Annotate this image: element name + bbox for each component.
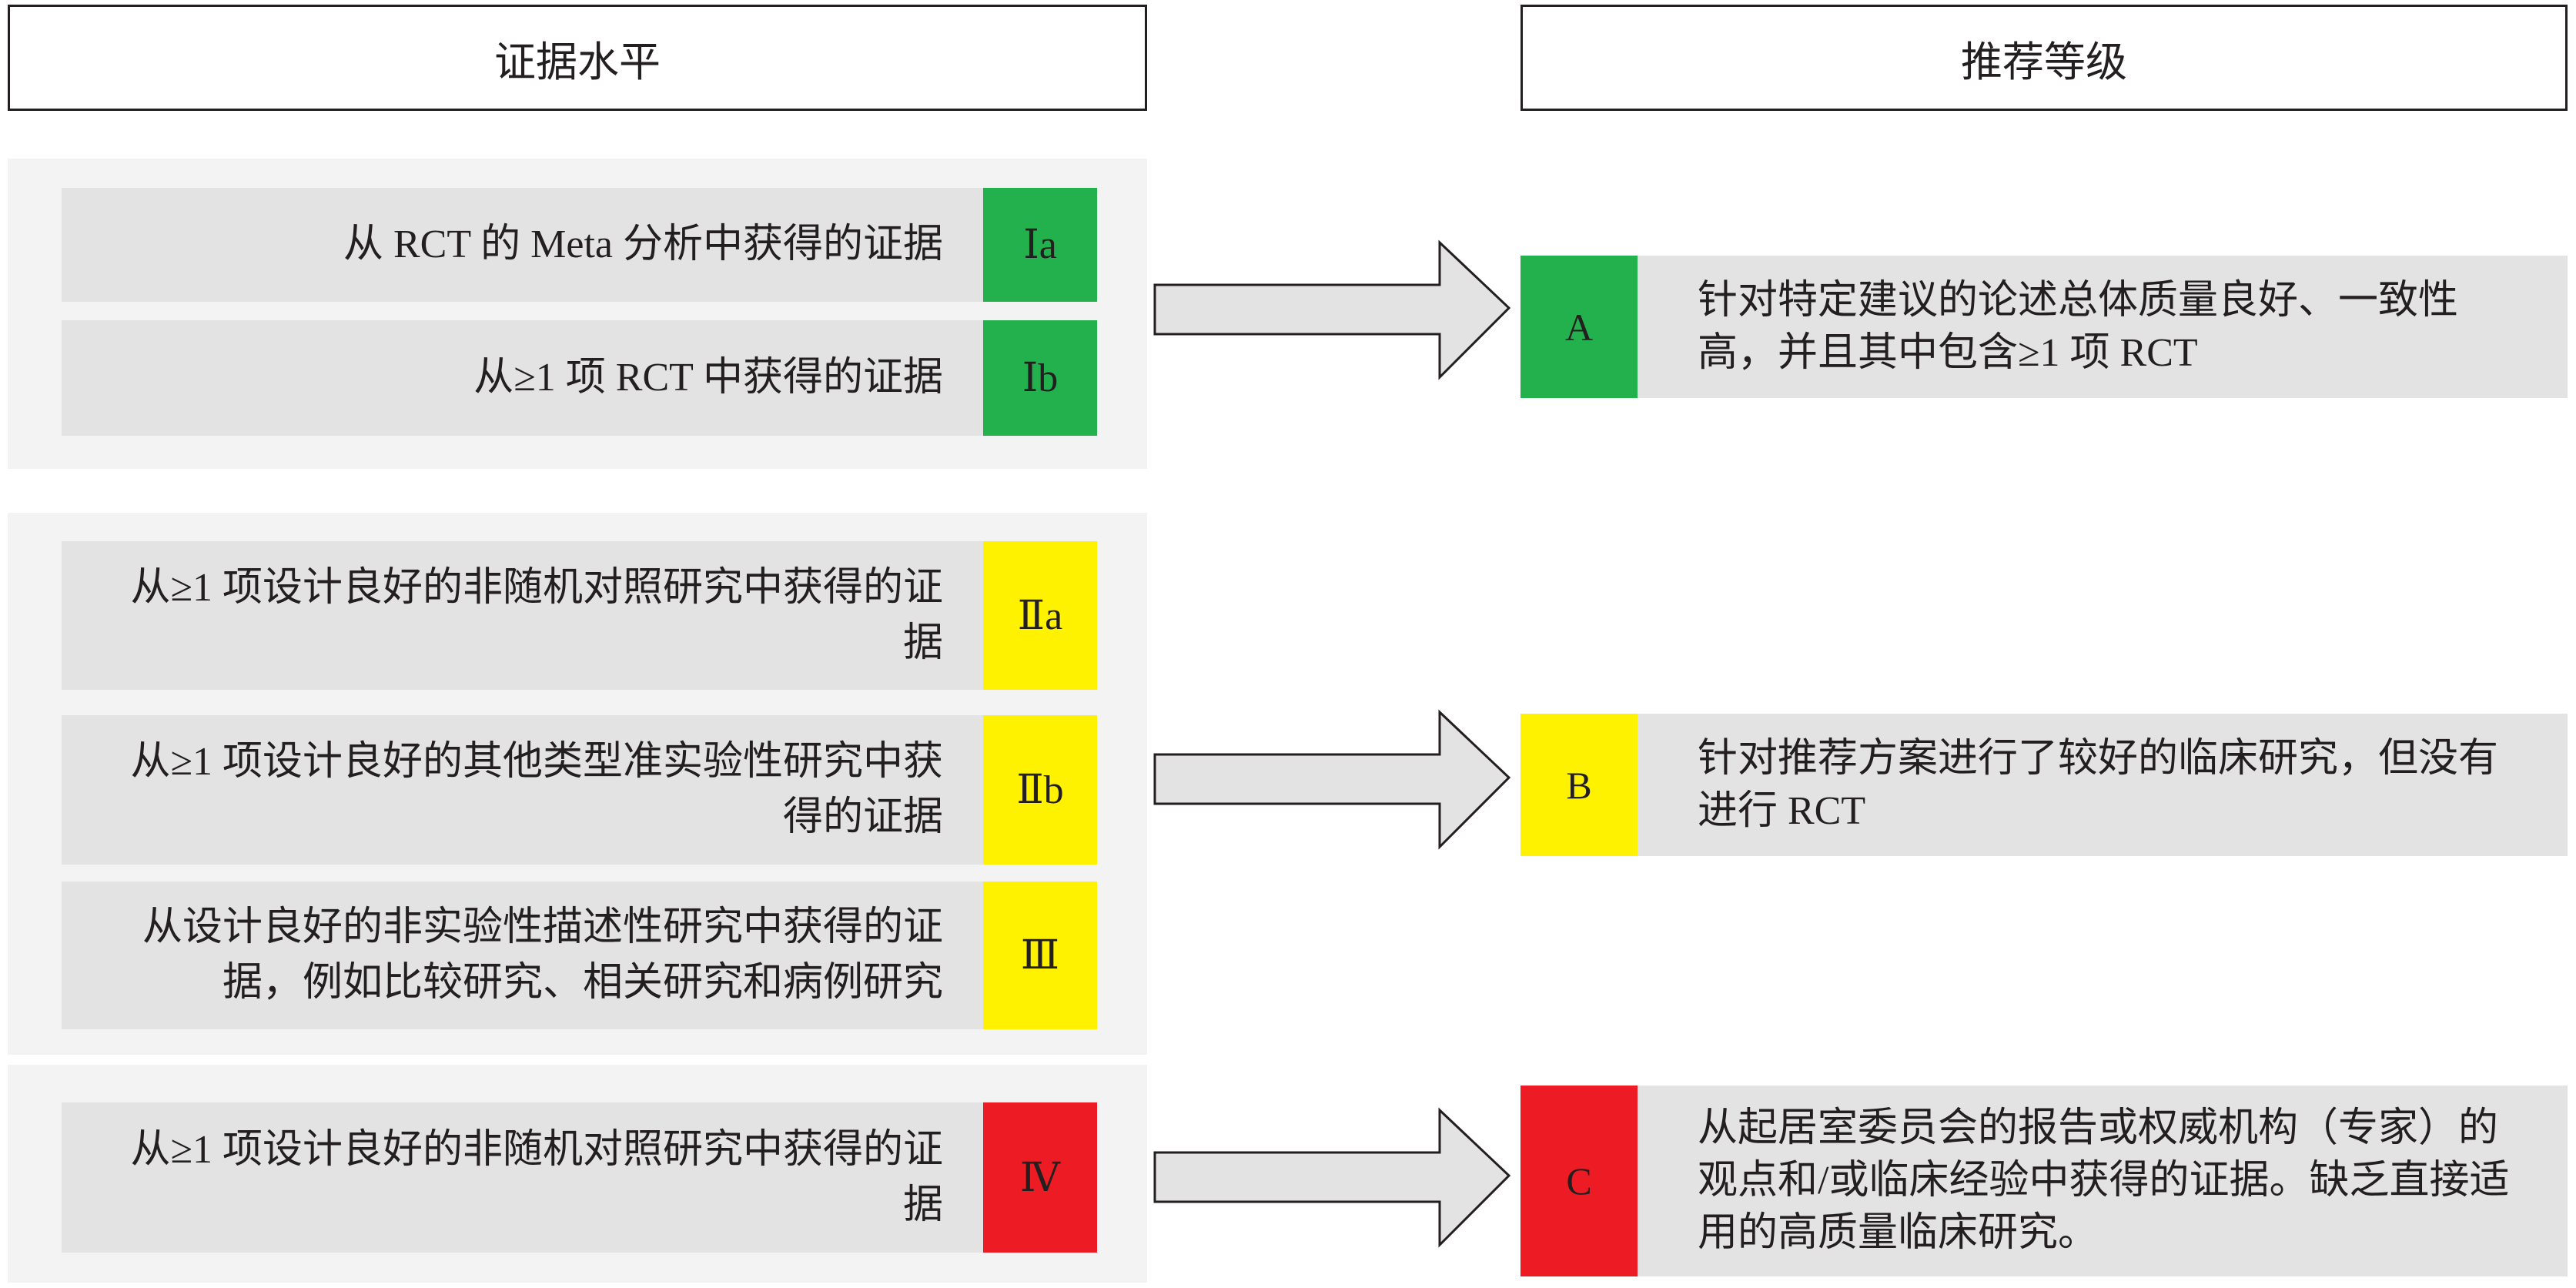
level-badge-1a: Ⅰa — [983, 188, 1097, 302]
recommendation-grade-b: B 针对推荐方案进行了较好的临床研究，但没有进行 RCT — [1521, 714, 2568, 856]
evidence-text: 从≥1 项设计良好的非随机对照研究中获得的证据 — [130, 565, 943, 665]
grade-badge-c: C — [1521, 1086, 1638, 1276]
evidence-row-3: 从设计良好的非实验性描述性研究中获得的证据，例如比较研究、相关研究和病例研究 Ⅲ — [62, 882, 1097, 1029]
evidence-text: 从设计良好的非实验性描述性研究中获得的证据，例如比较研究、相关研究和病例研究 — [142, 905, 943, 1005]
level-badge-3: Ⅲ — [983, 882, 1097, 1029]
recommendation-grade-header-label: 推荐等级 — [1961, 38, 2127, 85]
evidence-row-2a: 从≥1 项设计良好的非随机对照研究中获得的证据 Ⅱa — [62, 541, 1097, 690]
recommendation-grade-c: C 从起居室委员会的报告或权威机构（专家）的观点和/或临床经验中获得的证据。缺乏… — [1521, 1086, 2568, 1276]
evidence-row-4: 从≥1 项设计良好的非随机对照研究中获得的证据 Ⅳ — [62, 1102, 1097, 1253]
level-badge-2b: Ⅱb — [983, 715, 1097, 865]
level-badge-4: Ⅳ — [983, 1102, 1097, 1253]
arrow-to-grade-b — [1153, 709, 1511, 850]
evidence-text: 从≥1 项 RCT 中获得的证据 — [473, 356, 943, 400]
evidence-row-1a: 从 RCT 的 Meta 分析中获得的证据 Ⅰa — [62, 188, 1097, 302]
evidence-level-header: 证据水平 — [8, 5, 1147, 111]
grade-description: 针对特定建议的论述总体质量良好、一致性高，并且其中包含≥1 项 RCT — [1698, 278, 2459, 375]
evidence-row-1b: 从≥1 项 RCT 中获得的证据 Ⅰb — [62, 320, 1097, 436]
grade-badge-a: A — [1521, 256, 1638, 398]
grade-description: 针对推荐方案进行了较好的临床研究，但没有进行 RCT — [1698, 736, 2499, 833]
evidence-level-header-label: 证据水平 — [494, 38, 661, 85]
grade-badge-b: B — [1521, 714, 1638, 856]
evidence-row-2b: 从≥1 项设计良好的其他类型准实验性研究中获得的证据 Ⅱb — [62, 715, 1097, 865]
level-badge-2a: Ⅱa — [983, 541, 1097, 690]
recommendation-grade-a: A 针对特定建议的论述总体质量良好、一致性高，并且其中包含≥1 项 RCT — [1521, 256, 2568, 398]
recommendation-grade-header: 推荐等级 — [1521, 5, 2568, 111]
grade-description: 从起居室委员会的报告或权威机构（专家）的观点和/或临床经验中获得的证据。缺乏直接… — [1698, 1106, 2510, 1255]
level-badge-1b: Ⅰb — [983, 320, 1097, 436]
evidence-text: 从≥1 项设计良好的非随机对照研究中获得的证据 — [130, 1127, 943, 1227]
evidence-text: 从 RCT 的 Meta 分析中获得的证据 — [343, 222, 943, 266]
arrow-to-grade-c — [1153, 1107, 1511, 1248]
arrow-to-grade-a — [1153, 239, 1511, 380]
evidence-text: 从≥1 项设计良好的其他类型准实验性研究中获得的证据 — [130, 740, 943, 839]
